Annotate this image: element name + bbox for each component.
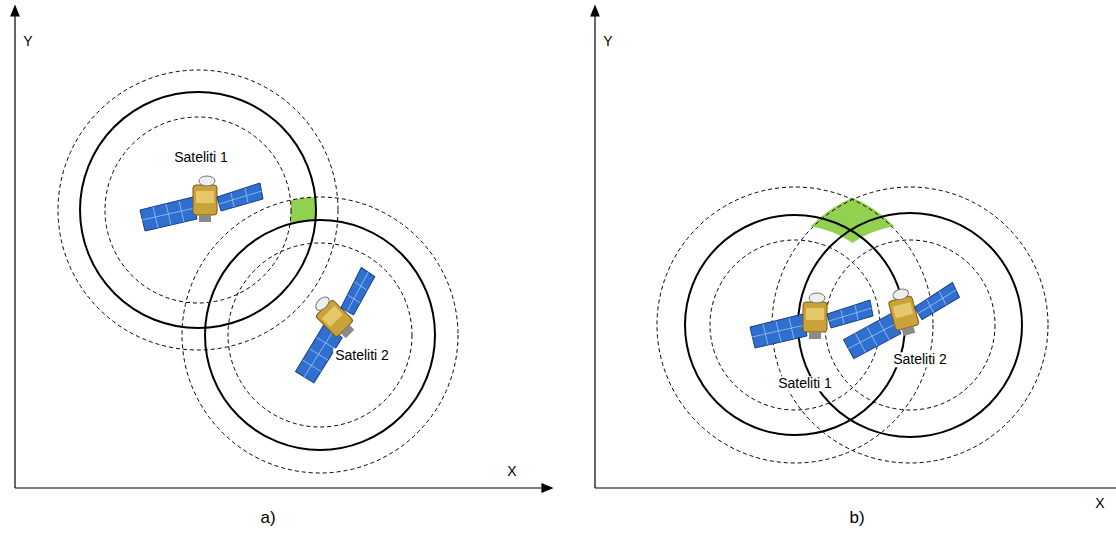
satellite-icon xyxy=(272,260,398,386)
satellite-label: Sateliti 1 xyxy=(776,376,834,391)
satellite-label: Sateliti 2 xyxy=(333,348,391,363)
axis-label: Y xyxy=(23,34,32,49)
range-bound xyxy=(105,117,291,303)
x-axis xyxy=(15,487,544,488)
x-axis xyxy=(595,487,1116,488)
y-axis xyxy=(594,14,595,488)
range-circles-a xyxy=(58,70,458,473)
range-bound xyxy=(710,240,880,410)
y-axis xyxy=(14,14,15,488)
panel-label: a) xyxy=(260,509,275,528)
range-bound xyxy=(58,70,338,350)
panel-label: b) xyxy=(849,509,864,528)
position-region xyxy=(182,197,458,473)
axis-arrowhead xyxy=(542,484,552,492)
range-bound xyxy=(182,197,458,473)
satellite-label: Sateliti 2 xyxy=(891,352,949,367)
axis-label: X xyxy=(1095,496,1104,511)
satellite-label: Sateliti 1 xyxy=(172,150,230,165)
range-circle xyxy=(80,92,316,328)
range-circle xyxy=(205,220,435,450)
satellite-icon xyxy=(140,176,263,231)
range-bound xyxy=(228,243,412,427)
axis-label: X xyxy=(507,464,516,479)
axis-arrowhead xyxy=(11,6,19,16)
axis-arrowhead xyxy=(591,6,599,16)
axis-label: Y xyxy=(603,34,612,49)
range-circles-b xyxy=(657,187,1048,463)
range-bound xyxy=(825,240,995,410)
axes-b xyxy=(591,6,1116,488)
satellite-icon xyxy=(835,275,968,360)
axes-a xyxy=(11,6,552,492)
